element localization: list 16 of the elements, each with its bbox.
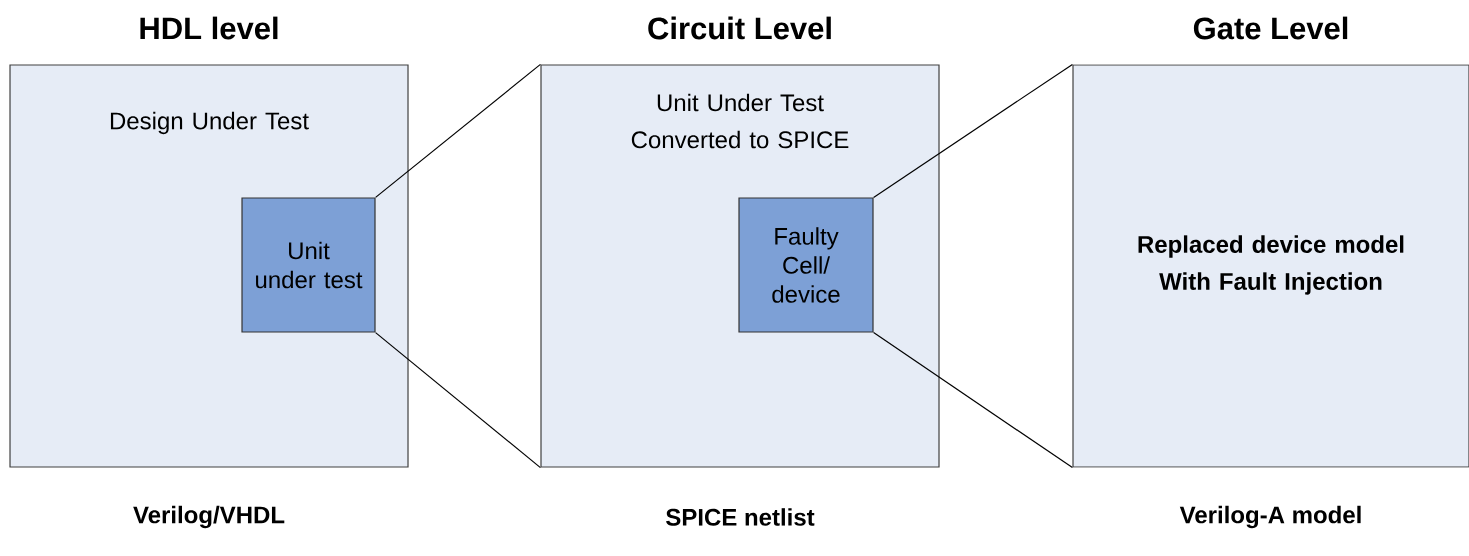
panel-text: Unit Under Test Converted to SPICE	[631, 93, 849, 149]
zoom-line	[375, 332, 541, 469]
zoom-line	[873, 332, 1073, 469]
tool-label: Verilog-A model	[1179, 505, 1361, 529]
panel-text: Replaced device model With Fault Injection	[1138, 235, 1404, 295]
panel-title: Gate Level	[1193, 16, 1348, 40]
panel-title: Circuit Level	[648, 16, 831, 40]
unit-box: Unit under test	[241, 197, 376, 333]
zoom-line	[375, 63, 541, 198]
tool-label: SPICE netlist	[666, 508, 815, 526]
panel-title: HDL level	[140, 16, 278, 40]
panel-text: Design Under Test	[110, 111, 309, 135]
level-panel	[1072, 16, 1469, 529]
zoom-line	[873, 63, 1073, 198]
unit-box: Faulty Cell/ device	[738, 197, 874, 333]
tool-label: Verilog/VHDL	[133, 505, 285, 529]
